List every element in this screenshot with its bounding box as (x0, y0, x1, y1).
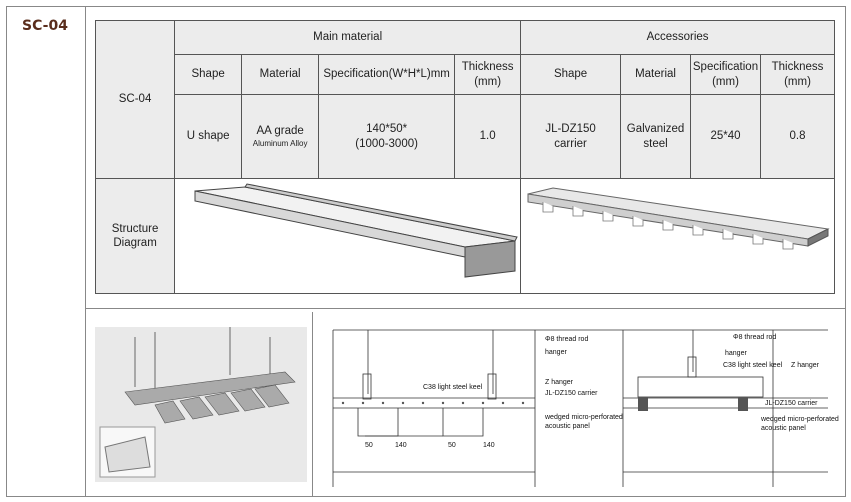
row-label: SC-04 (94, 20, 176, 179)
structure-label: Structure Diagram (94, 177, 176, 295)
acc-shape-line1: JL-DZ150 (545, 123, 596, 136)
section-drawing-lines (332, 329, 828, 487)
dim-1: 50 (365, 442, 373, 449)
u-profile-drawing (194, 183, 518, 278)
carrier-drawing (527, 187, 830, 250)
installation-photo (95, 327, 307, 482)
main-spec-value: 140*50* (1000-3000) (318, 94, 456, 179)
left-panel-label-1: wedged micro-perforated (545, 414, 623, 421)
section-drawing: Φ8 thread rod hanger C38 light steel kee… (312, 312, 846, 497)
spec-line2: (1000-3000) (355, 137, 418, 150)
material-grade: AA grade (256, 125, 304, 138)
material-alloy: Aluminum Alloy (252, 138, 308, 148)
right-panel-label-2: acoustic panel (761, 425, 806, 432)
header-thickness: Thickness (mm) (454, 54, 522, 95)
left-hanger-label: hanger (545, 349, 567, 356)
installation-3d-drawing (95, 327, 307, 482)
right-z-hanger-label: Z hanger (791, 362, 820, 369)
main-material-title: Main material (174, 20, 522, 55)
dim-3: 50 (448, 442, 456, 449)
acc-spec-value: 25*40 (690, 94, 761, 179)
document-frame (6, 6, 846, 497)
acc-material-line2: steel (643, 137, 668, 150)
right-carrier-label: JL-DZ150 carrier (765, 400, 818, 407)
acc-header-specification: Specification (mm) (690, 54, 761, 95)
main-thickness-value: 1.0 (454, 94, 522, 179)
left-panel-label-2: acoustic panel (545, 423, 590, 430)
acc-shape-value: JL-DZ150 carrier (520, 94, 622, 179)
left-z-hanger-label: Z hanger (545, 379, 574, 386)
right-panel-label-1: wedged micro-perforated (761, 416, 839, 423)
left-thread-rod-label: Φ8 thread rod (545, 336, 589, 343)
left-keel-label: C38 light steel keel (423, 384, 483, 391)
acc-material-value: Galvanized steel (620, 94, 692, 179)
right-hanger-label: hanger (725, 350, 747, 357)
code-column (6, 6, 86, 497)
acc-material-line1: Galvanized (626, 123, 685, 136)
right-thread-rod-label: Φ8 thread rod (733, 334, 777, 341)
carrier-illustration (520, 177, 835, 295)
acc-header-material: Material (620, 54, 692, 95)
accessories-title: Accessories (520, 20, 835, 55)
product-code: SC-04 (22, 18, 68, 34)
left-carrier-label: JL-DZ150 carrier (545, 390, 598, 397)
main-material-value: AA grade Aluminum Alloy (241, 94, 320, 179)
acc-thickness-value: 0.8 (760, 94, 835, 179)
spec-line1: 140*50* (366, 123, 408, 136)
header-specification: Specification(W*H*L)mm (318, 54, 456, 95)
header-material: Material (241, 54, 320, 95)
dim-2: 140 (395, 442, 407, 449)
section-divider (85, 308, 846, 309)
acc-shape-line2: carrier (554, 137, 587, 150)
u-profile-illustration (174, 177, 522, 295)
acc-header-shape: Shape (520, 54, 622, 95)
right-keel-label: C38 light steel keel (723, 362, 783, 369)
spec-table: SC-04 Main material Accessories Shape Ma… (94, 20, 835, 295)
acc-header-thickness: Thickness (mm) (760, 54, 835, 95)
header-shape: Shape (174, 54, 243, 95)
main-shape-value: U shape (174, 94, 243, 179)
dim-4: 140 (483, 442, 495, 449)
